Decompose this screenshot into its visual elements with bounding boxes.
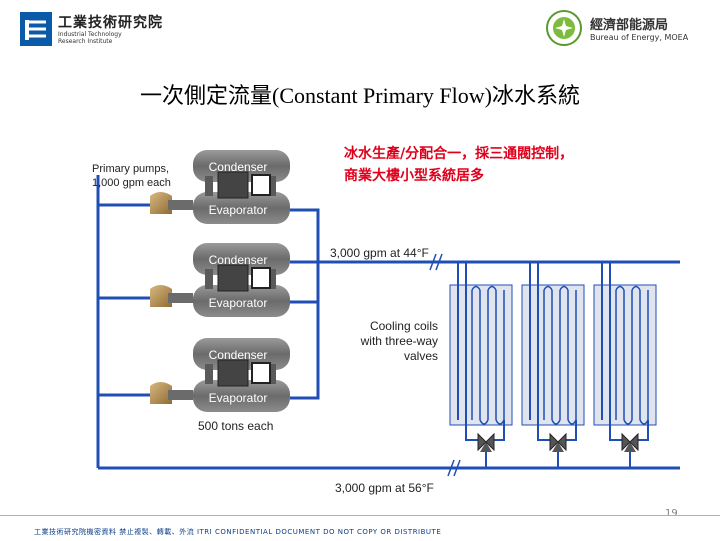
cooling-coil <box>593 262 657 468</box>
pipe-break-marks <box>429 253 461 477</box>
three-way-valve-icon <box>621 432 639 452</box>
boe-name-en: Bureau of Energy, MOEA <box>590 33 689 42</box>
itri-name: 工業技術研究院 <box>58 15 163 31</box>
chiller-capacity-label: 500 tons each <box>198 419 273 433</box>
three-way-valve-icon <box>549 432 567 452</box>
pump-icon <box>150 192 193 214</box>
footer-bar <box>0 515 720 541</box>
chiller-unit-3 <box>193 338 290 412</box>
note-line2: 商業大樓小型系統居多 <box>344 168 484 184</box>
footer-text: 工業技術研究院機密資料 禁止複製、轉載、外流 ITRI CONFIDENTIAL… <box>34 528 442 536</box>
coils-label-3: valves <box>404 349 438 363</box>
evaporator-label: Evaporator <box>209 296 268 310</box>
return-flow-label: 3,000 gpm at 56°F <box>335 481 434 495</box>
coils-label: Cooling coils <box>370 319 438 333</box>
pumps-label: Primary pumps, <box>92 163 169 175</box>
page-title: 一次側定流量(Constant Primary Flow)冰水系統 <box>140 83 580 108</box>
cooling-coil <box>521 262 585 468</box>
note-line1: 冰水生產/分配合一，採三通閥控制， <box>344 146 574 162</box>
itri-name-en-line2: Research Institute <box>58 38 113 45</box>
chilled-water-diagram: Condenser Evaporator Condenser Evaporato… <box>92 150 680 495</box>
three-way-valve-icon <box>477 432 495 452</box>
page-number: 19 <box>665 508 678 519</box>
pump-icon <box>150 285 193 307</box>
condenser-label: Condenser <box>209 160 268 174</box>
chiller-unit-2 <box>193 243 290 317</box>
itri-name-en: Industrial Technology Research Institute <box>58 31 138 45</box>
pumps-label-2: 1,000 gpm each <box>92 177 171 189</box>
supply-flow-label: 3,000 gpm at 44°F <box>330 246 429 260</box>
condenser-label: Condenser <box>209 253 268 267</box>
evaporator-label: Evaporator <box>209 391 268 405</box>
boe-seal-icon <box>546 10 582 46</box>
chiller-unit-1 <box>193 150 290 224</box>
itri-logo-icon <box>20 12 52 46</box>
piping <box>96 175 680 470</box>
note: 冰水生產/分配合一，採三通閥控制， 商業大樓小型系統居多 <box>344 143 573 187</box>
pump-icon <box>150 382 193 404</box>
condenser-label: Condenser <box>209 348 268 362</box>
boe-name: 經濟部能源局 <box>590 18 669 33</box>
cooling-coil <box>449 262 513 468</box>
itri-name-en-line1: Industrial Technology <box>58 31 122 38</box>
evaporator-label: Evaporator <box>209 203 268 217</box>
coils-label-2: with three-way <box>360 334 438 348</box>
